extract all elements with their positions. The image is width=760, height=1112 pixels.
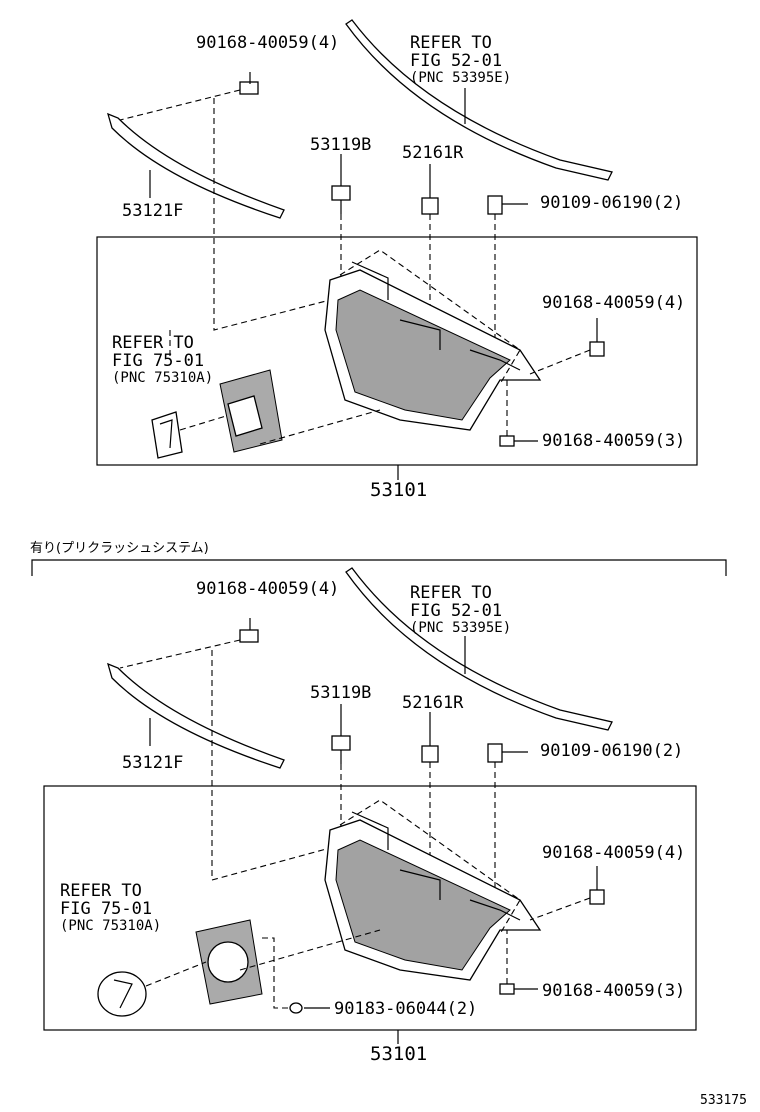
top-radiator-grille bbox=[324, 261, 542, 431]
top-label-bolt-d: 90168-40059(3) bbox=[542, 431, 685, 451]
bottom-emblem-housing bbox=[195, 919, 263, 1005]
top-label-bolt-c: 90168-40059(4) bbox=[542, 293, 685, 313]
bottom-clip-52161r-icon bbox=[421, 712, 439, 763]
top-clip-53119b-icon bbox=[331, 154, 351, 214]
bottom-label-bolt-d: 90168-40059(3) bbox=[542, 981, 685, 1001]
top-label-53121f: 53121F bbox=[122, 201, 183, 221]
top-screw-90109-icon bbox=[487, 195, 528, 215]
top-label-bolt-a: 90168-40059(4) bbox=[196, 33, 339, 53]
bottom-label-53121f: 53121F bbox=[122, 753, 183, 773]
top-label-53119b: 53119B bbox=[310, 135, 371, 155]
bottom-label-bolt-c: 90168-40059(4) bbox=[542, 843, 685, 863]
bottom-clip-53119b-icon bbox=[331, 704, 351, 764]
bottom-molding-53121f bbox=[107, 662, 285, 769]
bottom-bolt-d-icon bbox=[499, 983, 538, 995]
top-emblem-housing bbox=[219, 369, 283, 453]
bottom-emblem-icon bbox=[97, 971, 147, 1017]
bottom-bolt-a-icon bbox=[239, 618, 259, 643]
bottom-radiator-grille bbox=[324, 811, 542, 981]
bottom-label-bolt-b: 90109-06190(2) bbox=[540, 741, 683, 761]
bottom-label-refer52-line1: REFER TO bbox=[410, 583, 492, 603]
top-label-52161r: 52161R bbox=[402, 143, 464, 163]
top-bolt-c-icon bbox=[589, 318, 605, 357]
bottom-label-bolt-a: 90168-40059(4) bbox=[196, 579, 339, 599]
bottom-label-refer75-line1: REFER TO bbox=[60, 881, 142, 901]
top-assembly-frame bbox=[96, 236, 698, 466]
top-upper-molding bbox=[345, 19, 613, 181]
top-section: 90168-40059(4) REFER TO FIG 52-01 (PNC 5… bbox=[96, 19, 698, 501]
top-label-refer75-line3: (PNC 75310A) bbox=[112, 370, 213, 386]
section-bracket bbox=[31, 559, 727, 576]
top-label-refer52-line3: (PNC 53395E) bbox=[410, 70, 511, 86]
bottom-label-washer: 90183-06044(2) bbox=[334, 999, 477, 1019]
top-emblem-icon bbox=[151, 411, 183, 459]
bottom-label-refer75-line2: FIG 75-01 bbox=[60, 899, 152, 919]
bottom-washer-icon bbox=[289, 1002, 330, 1014]
bottom-label-52161r: 52161R bbox=[402, 693, 464, 713]
top-bolt-a-icon bbox=[239, 72, 259, 95]
bottom-assembly-frame bbox=[43, 785, 697, 1031]
bottom-bolt-c-icon bbox=[589, 866, 605, 905]
top-label-assembly: 53101 bbox=[370, 479, 427, 501]
section-title: 有り(プリクラッシュシステム) bbox=[30, 541, 209, 556]
top-label-refer52-line1: REFER TO bbox=[410, 33, 492, 53]
top-label-refer75-line1: REFER TO bbox=[112, 333, 194, 353]
top-bolt-d-icon bbox=[499, 435, 538, 447]
bottom-screw-90109-icon bbox=[487, 743, 528, 763]
top-clip-52161r-icon bbox=[421, 164, 439, 215]
figure-id: 533175 bbox=[700, 1093, 747, 1108]
bottom-section: 有り(プリクラッシュシステム) bbox=[30, 541, 727, 1065]
bottom-label-refer52-line3: (PNC 53395E) bbox=[410, 620, 511, 636]
bottom-label-53119b: 53119B bbox=[310, 683, 371, 703]
top-molding-53121f bbox=[107, 112, 285, 219]
top-label-bolt-b: 90109-06190(2) bbox=[540, 193, 683, 213]
bottom-label-refer52-line2: FIG 52-01 bbox=[410, 601, 502, 621]
bottom-label-refer75-line3: (PNC 75310A) bbox=[60, 918, 161, 934]
bottom-label-assembly: 53101 bbox=[370, 1043, 427, 1065]
top-label-refer75-line2: FIG 75-01 bbox=[112, 351, 204, 371]
top-label-refer52-line2: FIG 52-01 bbox=[410, 51, 502, 71]
bottom-upper-molding bbox=[345, 567, 613, 731]
